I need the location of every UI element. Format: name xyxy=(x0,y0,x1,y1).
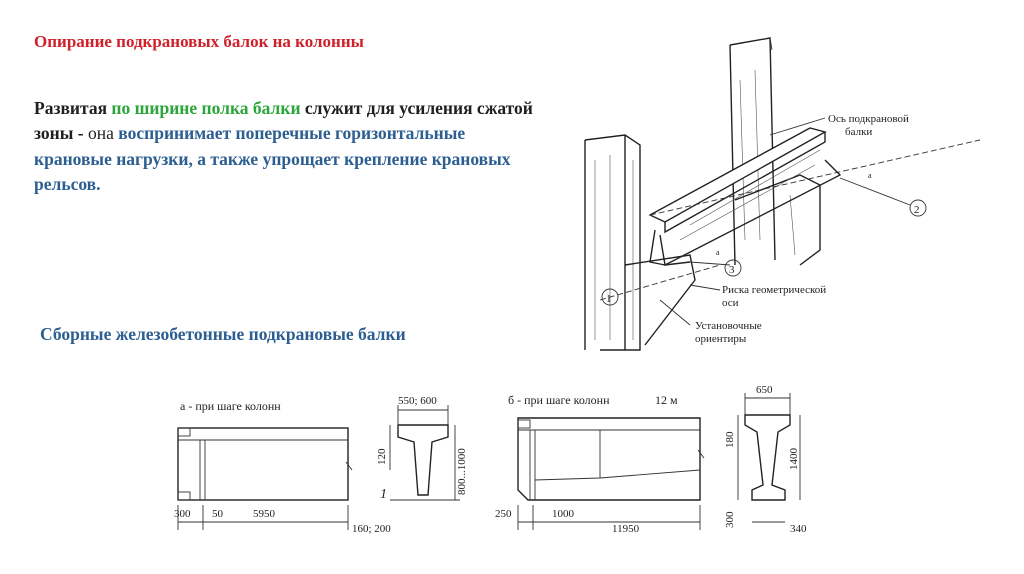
dim-1400: 1400 xyxy=(788,448,800,471)
para-highlight-blue: воспринимает поперечные горизонтальные к… xyxy=(34,123,511,195)
label-beam-axis-2: балки xyxy=(845,126,872,138)
label-geom-mark-2: оси xyxy=(722,297,739,309)
caption-b-step: 12 м xyxy=(655,393,678,407)
dim-50: 50 xyxy=(212,508,224,520)
caption-b: б - при шаге колонн xyxy=(508,393,610,407)
crane-beam xyxy=(648,127,842,267)
front-column xyxy=(584,134,641,351)
section-mark-1: 1 xyxy=(380,487,387,502)
dim-800-1000: 800...1000 xyxy=(456,448,468,495)
para-part1: Развитая xyxy=(34,98,112,118)
dim-160-200: 160; 200 xyxy=(352,523,391,535)
dim-300-b: 300 xyxy=(724,511,736,528)
dim-1000: 1000 xyxy=(552,508,575,520)
label-geom-mark: Риска геометрической xyxy=(722,284,826,296)
slide-title: Опирание подкрановых балок на колонны xyxy=(34,32,364,51)
para-part3: служит для усиления сжатой зоны - xyxy=(34,98,533,144)
caption-a: а - при шаге колонн xyxy=(180,399,281,413)
dim-11950: 11950 xyxy=(612,523,640,535)
dim-340: 340 xyxy=(790,523,807,535)
para-part4: она xyxy=(88,123,114,144)
label-install: Установочные xyxy=(695,320,762,332)
circle-label-2: 2 xyxy=(914,204,920,216)
label-beam-axis: Ось подкрановой xyxy=(828,113,909,125)
dim-5950: 5950 xyxy=(253,508,276,520)
para-highlight-green: по ширине полка балки xyxy=(111,98,301,118)
slide-subtitle: Сборные железобетонные подкрановые балки xyxy=(40,324,406,344)
dim-120: 120 xyxy=(376,448,388,465)
dim-label-a1: a xyxy=(868,171,872,180)
dim-650: 650 xyxy=(756,384,773,396)
dim-550-600: 550; 600 xyxy=(398,395,437,407)
dim-label-a2: a xyxy=(716,248,720,257)
circle-label-3: 3 xyxy=(729,264,735,276)
body-paragraph: Развитая по ширине полка балки служит дл… xyxy=(34,96,534,198)
circle-label-1: 1 xyxy=(606,293,612,305)
dim-180: 180 xyxy=(724,431,736,448)
dim-250: 250 xyxy=(495,508,512,520)
label-install-2: ориентиры xyxy=(695,333,747,345)
dim-300: 300 xyxy=(174,508,191,520)
